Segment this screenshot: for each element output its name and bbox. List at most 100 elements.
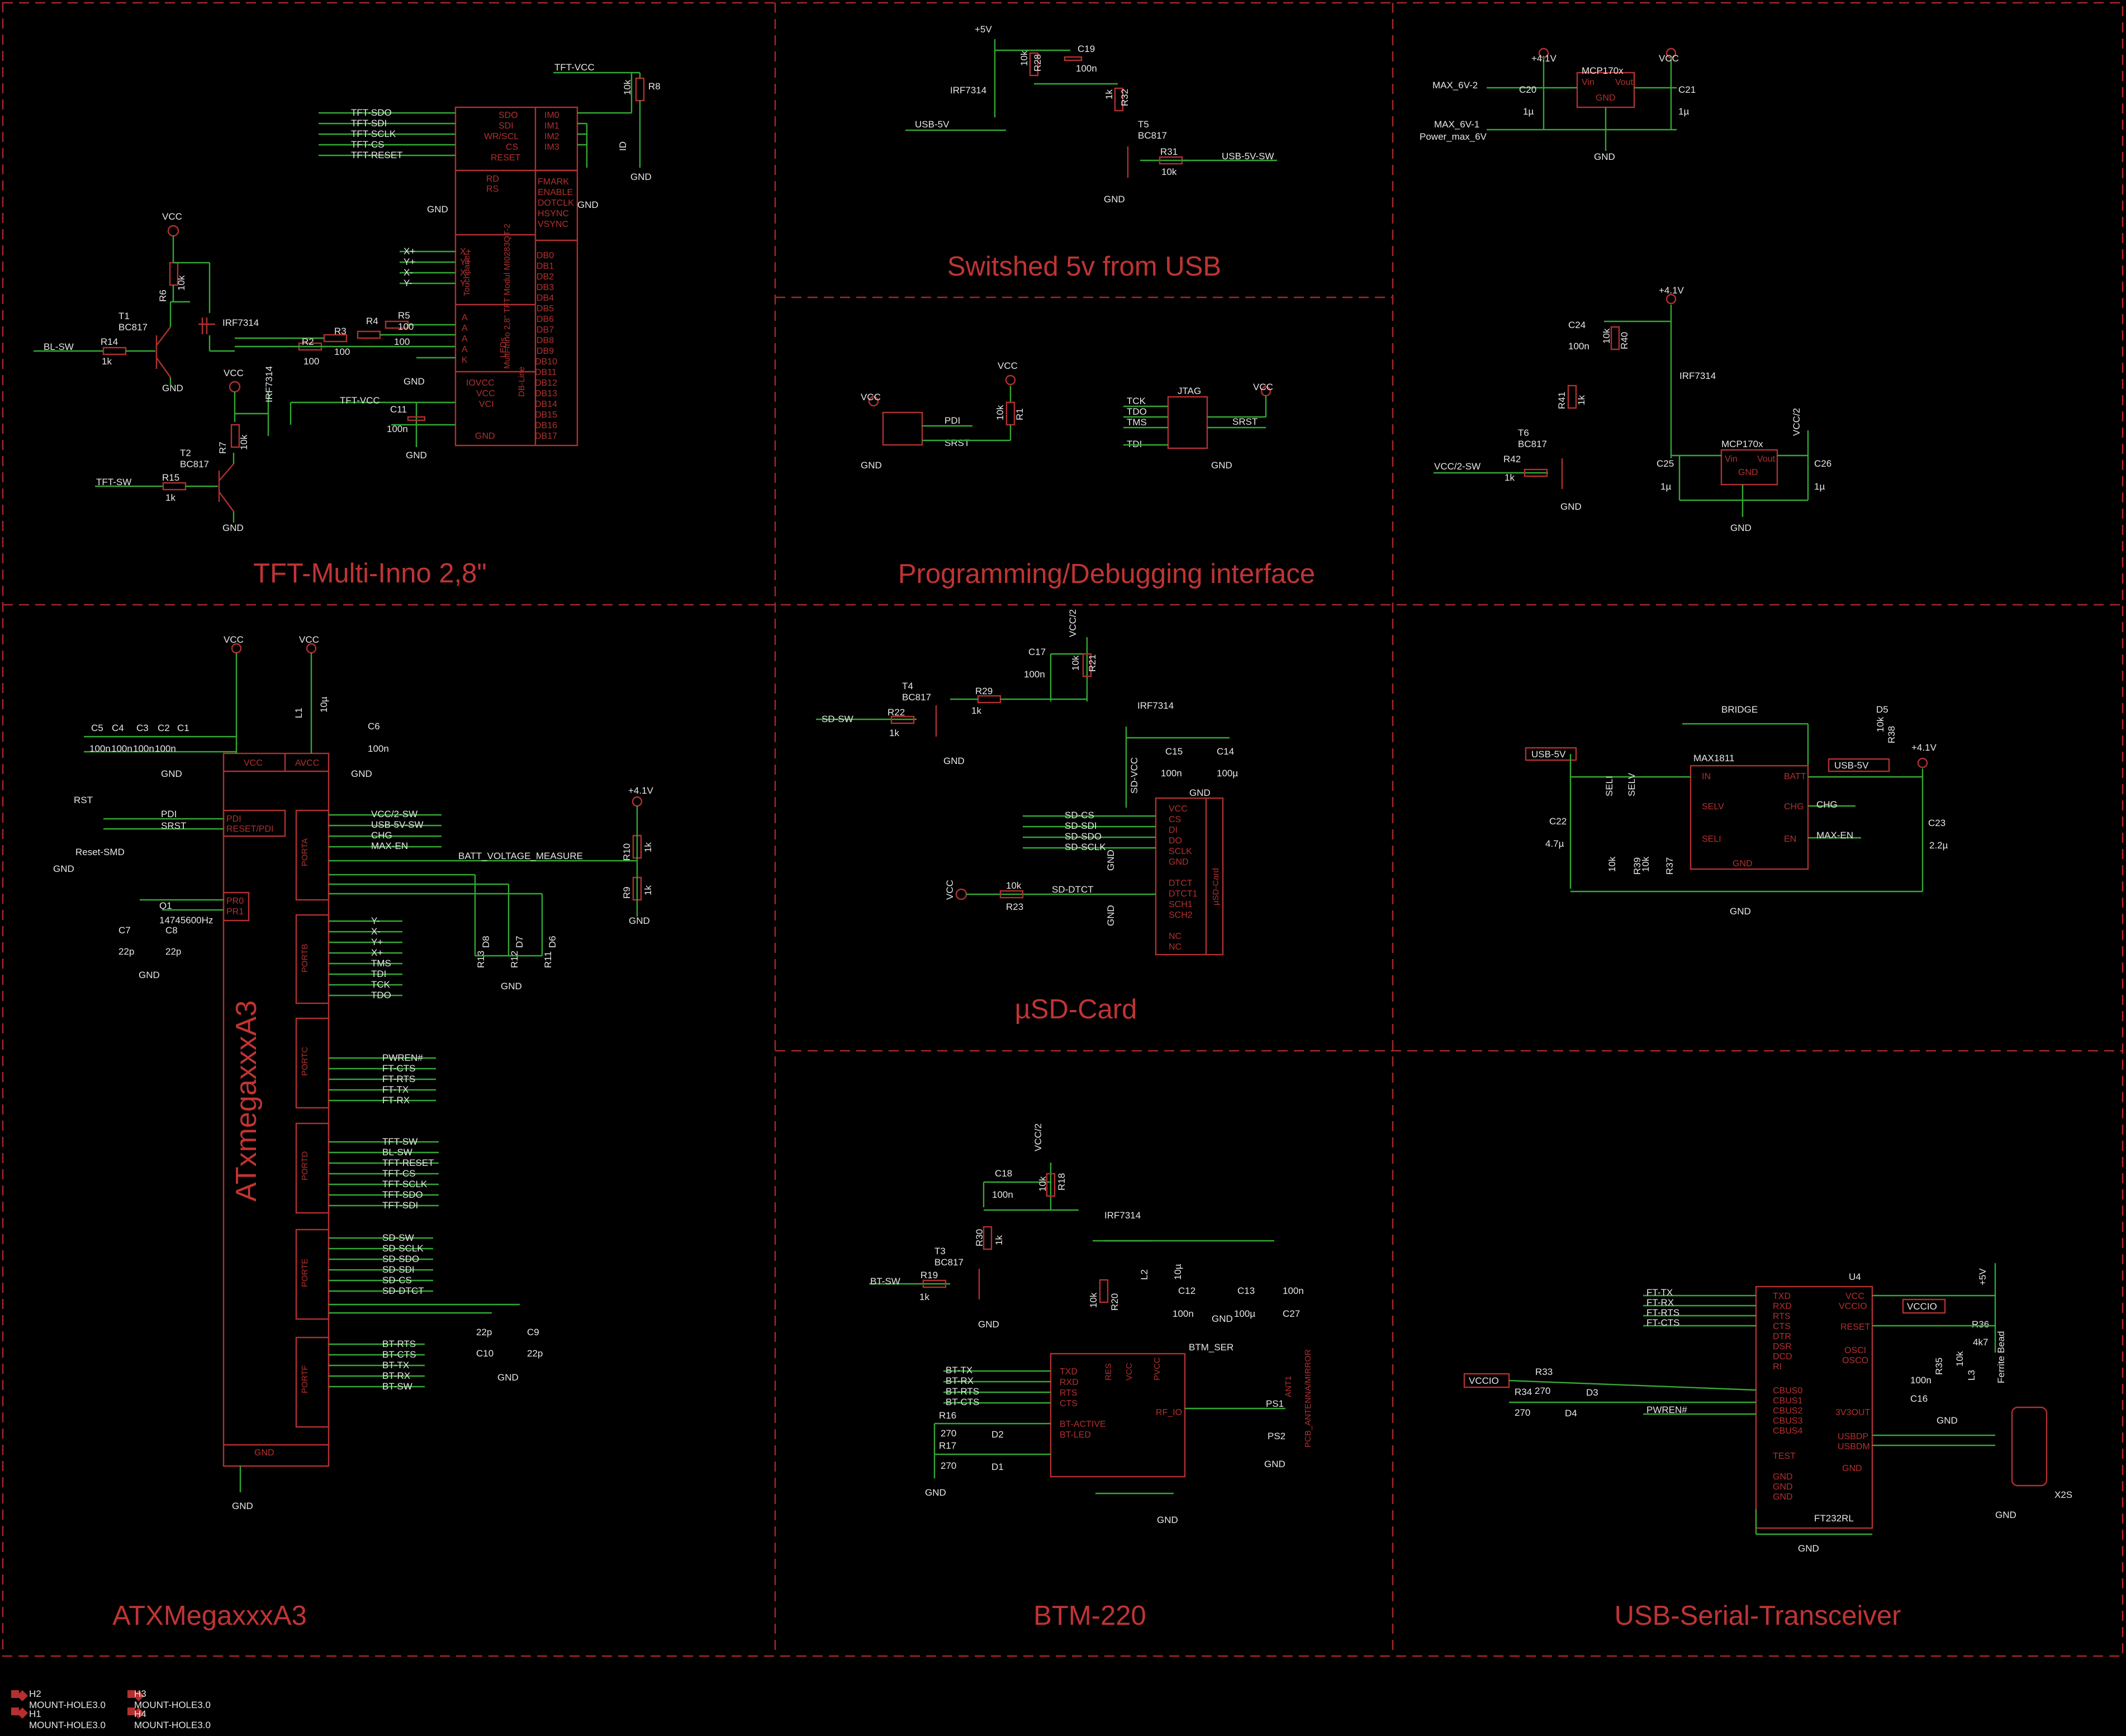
svg-text:1k: 1k [994,1235,1004,1245]
mcp-section-top: MCP170x Vin Vout GND +4.1V VCC MAX_6V-2 … [1420,48,1696,162]
net-tft-sw: TFT-SW [96,477,131,487]
tft-pin-fmark: FMARK [538,177,569,187]
svg-text:R34: R34 [1515,1387,1532,1397]
svg-text:R1: R1 [1014,408,1025,420]
mount-hole-h2-label: MOUNT-HOLE3.0 [29,1700,106,1710]
svg-text:R42: R42 [1503,454,1521,464]
svg-text:DB13: DB13 [535,389,557,399]
svg-text:C27: C27 [1283,1308,1300,1319]
section-title-btm: BTM-220 [1033,1601,1146,1631]
svg-text:R4: R4 [366,316,378,326]
svg-text:100n: 100n [1076,63,1097,74]
svg-text:+4.1V: +4.1V [628,785,654,796]
svg-text:T4: T4 [902,681,913,691]
svg-text:1k: 1k [1576,395,1587,405]
svg-text:GND: GND [1264,1459,1285,1469]
svg-text:A: A [462,324,468,333]
svg-text:R21: R21 [1087,654,1098,672]
svg-text:D4: D4 [1565,1408,1577,1419]
svg-text:DO: DO [1169,836,1182,846]
svg-text:PDI: PDI [161,809,177,819]
svg-text:BC817: BC817 [118,322,148,333]
svg-text:22p: 22p [165,946,181,957]
svg-text:DB6: DB6 [537,315,554,324]
mount-hole-h4-icon [127,1707,144,1719]
svg-text:FT-CTS: FT-CTS [1646,1317,1680,1328]
tft-pin-sdo: SDO [499,111,518,120]
svg-text:TXD: TXD [1773,1292,1791,1301]
svg-text:VCC/2: VCC/2 [1067,609,1078,637]
svg-text:SD-DTCT: SD-DTCT [382,1286,424,1296]
btm-section: VCC/2 C18 100n R18 10k IRF7314 R30 1k T3… [869,1123,1313,1525]
svg-text:C16: C16 [1910,1393,1928,1404]
svg-text:100n: 100n [155,743,176,754]
svg-text:TFT-SDO: TFT-SDO [382,1189,423,1200]
svg-text:BT-RX: BT-RX [382,1370,410,1381]
svg-text:X+: X+ [371,947,383,958]
svg-text:TDO: TDO [1127,406,1147,417]
svg-text:IN: IN [1702,772,1711,781]
svg-text:100n: 100n [1161,768,1182,779]
svg-text:Vin: Vin [1725,454,1738,464]
svg-text:R8: R8 [648,81,661,92]
tft-pin-rs: RS [486,184,499,194]
svg-text:FT-TX: FT-TX [382,1084,409,1095]
svg-text:BT-ACTIVE: BT-ACTIVE [1060,1420,1106,1429]
svg-text:R33: R33 [1535,1367,1553,1377]
svg-text:1k: 1k [643,885,653,895]
svg-text:C13: C13 [1237,1286,1255,1296]
svg-text:GND: GND [139,970,160,980]
net-sd-sw: SD-SW [822,714,853,724]
svg-text:X-: X- [371,926,381,937]
tft-pin-yp: Y+ [460,258,471,267]
svg-text:CHG: CHG [1816,799,1838,810]
svg-text:1k: 1k [1505,472,1515,483]
svg-text:SD-VCC: SD-VCC [1129,757,1140,794]
net-bt-sw: BT-SW [870,1276,900,1287]
svg-text:2.2µ: 2.2µ [1929,840,1948,851]
svg-text:C15: C15 [1165,746,1183,757]
svg-text:L3: L3 [1966,1370,1977,1381]
svg-text:RTS: RTS [1773,1312,1791,1321]
mount-holes: H2 MOUNT-HOLE3.0 H3 MOUNT-HOLE3.0 H1 MOU… [11,1688,211,1730]
svg-text:MAX_6V-2: MAX_6V-2 [1432,80,1478,91]
svg-text:GND: GND [1773,1492,1793,1502]
svg-text:GND: GND [53,864,74,874]
svg-text:TCK: TCK [371,979,391,990]
svg-text:GND: GND [1937,1415,1958,1426]
svg-text:EN: EN [1784,834,1796,844]
svg-text:SRST: SRST [161,820,186,831]
mount-hole-h2-icon [11,1690,28,1701]
svg-text:Vout: Vout [1757,454,1776,464]
svg-text:D6: D6 [547,936,558,948]
tft-pin-reset: RESET [491,153,521,163]
svg-text:DB7: DB7 [537,325,554,335]
svg-text:270: 270 [1535,1386,1550,1396]
svg-text:1k: 1k [971,705,981,716]
sd-card-pins: VCC CS DI DO SCLK GND DTCT DTCT1 SCH1 SC… [1169,804,1198,952]
svg-text:TFT-VCC: TFT-VCC [340,395,380,406]
svg-text:FT-RX: FT-RX [382,1095,410,1106]
svg-text:Power_max_6V: Power_max_6V [1420,131,1487,142]
tft-pin-wrscl: WR/SCL [484,132,519,141]
svg-text:GND: GND [475,431,495,441]
svg-text:IRF7314: IRF7314 [1679,371,1716,381]
svg-text:C22: C22 [1549,816,1567,827]
svg-text:270: 270 [1515,1407,1530,1418]
svg-text:10k: 10k [622,79,633,95]
svg-text:GND: GND [978,1319,999,1330]
svg-text:10k: 10k [1640,856,1651,872]
mosfet-q-bl [198,317,215,334]
svg-text:MAX1811: MAX1811 [1693,753,1734,763]
net-usb5v: USB-5V [915,119,950,130]
svg-text:GND: GND [925,1487,946,1498]
svg-text:DI: DI [1169,826,1178,835]
net-tft-sdo: TFT-SDO [351,107,392,118]
svg-text:DTR: DTR [1773,1332,1791,1341]
usb5v-tag-left [1525,747,1577,761]
svg-text:X+: X+ [404,246,415,257]
svg-text:L2: L2 [1139,1269,1150,1280]
svg-text:10k: 10k [1875,717,1886,732]
svg-text:10k: 10k [1161,167,1177,177]
svg-text:VCC: VCC [162,211,182,222]
